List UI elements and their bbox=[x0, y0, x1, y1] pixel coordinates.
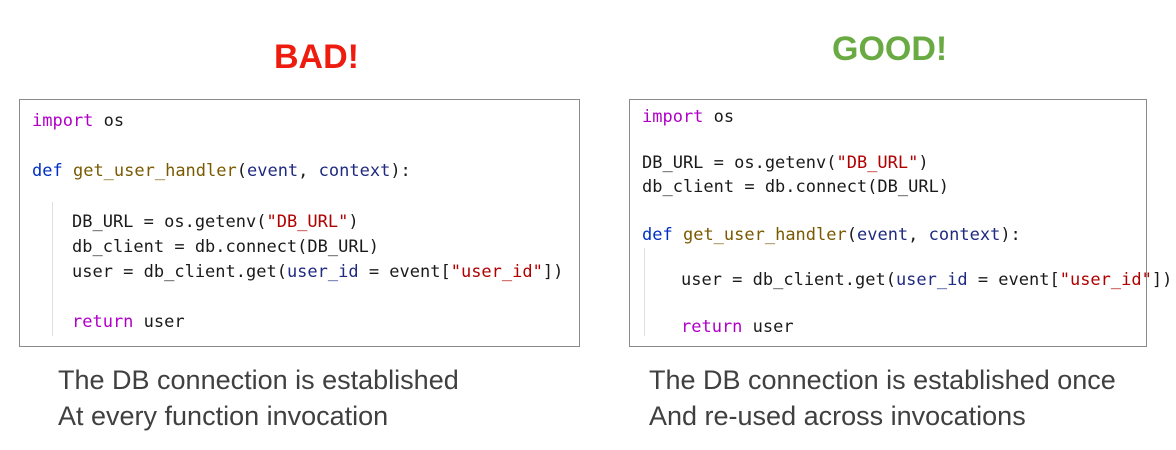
bad-paren-close: ): bbox=[390, 161, 411, 181]
good-line-user: user = db_client.get(user_id = event["us… bbox=[681, 270, 1172, 290]
good-dbclient-text: db_client = db.connect(DB_URL) bbox=[642, 177, 950, 197]
bad-def-keyword: def bbox=[32, 161, 63, 181]
bad-user-mid: = event[ bbox=[358, 262, 451, 282]
bad-return-keyword: return bbox=[72, 312, 134, 332]
good-param-comma: , bbox=[908, 225, 929, 245]
good-paren-open: ( bbox=[846, 225, 857, 245]
good-def-keyword: def bbox=[642, 225, 673, 245]
bad-line-dbclient: db_client = db.connect(DB_URL) bbox=[72, 237, 379, 257]
good-caption: The DB connection is established once An… bbox=[649, 362, 1116, 434]
good-line-def: def get_user_handler(event, context): bbox=[642, 225, 1021, 245]
bad-line-def: def get_user_handler(event, context): bbox=[32, 161, 411, 181]
bad-dburl-prefix: DB_URL = os.getenv( bbox=[72, 212, 267, 232]
good-dburl-suffix: ) bbox=[918, 153, 929, 173]
good-caption-line1: The DB connection is established once bbox=[649, 365, 1116, 395]
bad-caption: The DB connection is established At ever… bbox=[58, 362, 459, 434]
bad-return-value: user bbox=[133, 312, 185, 332]
good-code-block: import os DB_URL = os.getenv("DB_URL") d… bbox=[629, 99, 1172, 347]
good-dburl-prefix: DB_URL = os.getenv( bbox=[642, 153, 837, 173]
good-user-suffix: ]) bbox=[1151, 270, 1173, 290]
bad-dburl-string: "DB_URL" bbox=[266, 212, 349, 232]
good-user-mid: = event[ bbox=[967, 270, 1060, 290]
bad-caption-line2: At every function invocation bbox=[58, 401, 389, 431]
bad-param-context: context bbox=[318, 161, 391, 181]
bad-caption-line1: The DB connection is established bbox=[58, 365, 459, 395]
bad-line-user: user = db_client.get(user_id = event["us… bbox=[72, 262, 563, 282]
bad-user-prefix: user = db_client.get( bbox=[72, 262, 287, 282]
good-user-kwarg: user_id bbox=[895, 270, 968, 290]
good-line-import: import os bbox=[642, 107, 734, 127]
good-import-keyword: import bbox=[642, 107, 704, 127]
good-user-string: "user_id" bbox=[1059, 270, 1152, 290]
bad-import-keyword: import bbox=[32, 111, 94, 131]
bad-line-dburl: DB_URL = os.getenv("DB_URL") bbox=[72, 212, 359, 232]
good-return-value: user bbox=[742, 317, 794, 337]
good-line-dburl: DB_URL = os.getenv("DB_URL") bbox=[642, 153, 929, 173]
bad-user-string: "user_id" bbox=[450, 262, 543, 282]
bad-param-comma: , bbox=[298, 161, 319, 181]
bad-dburl-suffix: ) bbox=[348, 212, 359, 232]
good-title: GOOD! bbox=[832, 30, 948, 68]
bad-dbclient-text: db_client = db.connect(DB_URL) bbox=[72, 237, 380, 257]
bad-user-kwarg: user_id bbox=[286, 262, 359, 282]
bad-import-module: os bbox=[93, 111, 125, 131]
bad-code-block: import os def get_user_handler(event, co… bbox=[19, 99, 580, 347]
bad-line-return: return user bbox=[72, 312, 185, 332]
bad-indent-guide bbox=[52, 202, 53, 336]
bad-function-name: get_user_handler bbox=[72, 161, 237, 181]
good-function-name: get_user_handler bbox=[682, 225, 847, 245]
good-caption-line2: And re-used across invocations bbox=[649, 401, 1026, 431]
good-line-dbclient: db_client = db.connect(DB_URL) bbox=[642, 177, 949, 197]
bad-paren-open: ( bbox=[236, 161, 247, 181]
bad-line-import: import os bbox=[32, 111, 124, 131]
good-line-return: return user bbox=[681, 317, 794, 337]
good-paren-close: ): bbox=[1000, 225, 1021, 245]
bad-param-event: event bbox=[246, 161, 299, 181]
good-import-module: os bbox=[703, 107, 735, 127]
good-param-context: context bbox=[928, 225, 1001, 245]
bad-title: BAD! bbox=[274, 38, 359, 76]
good-indent-guide bbox=[644, 248, 645, 336]
good-param-event: event bbox=[856, 225, 909, 245]
good-return-keyword: return bbox=[681, 317, 743, 337]
bad-user-suffix: ]) bbox=[542, 262, 564, 282]
good-user-prefix: user = db_client.get( bbox=[681, 270, 896, 290]
good-dburl-string: "DB_URL" bbox=[836, 153, 919, 173]
